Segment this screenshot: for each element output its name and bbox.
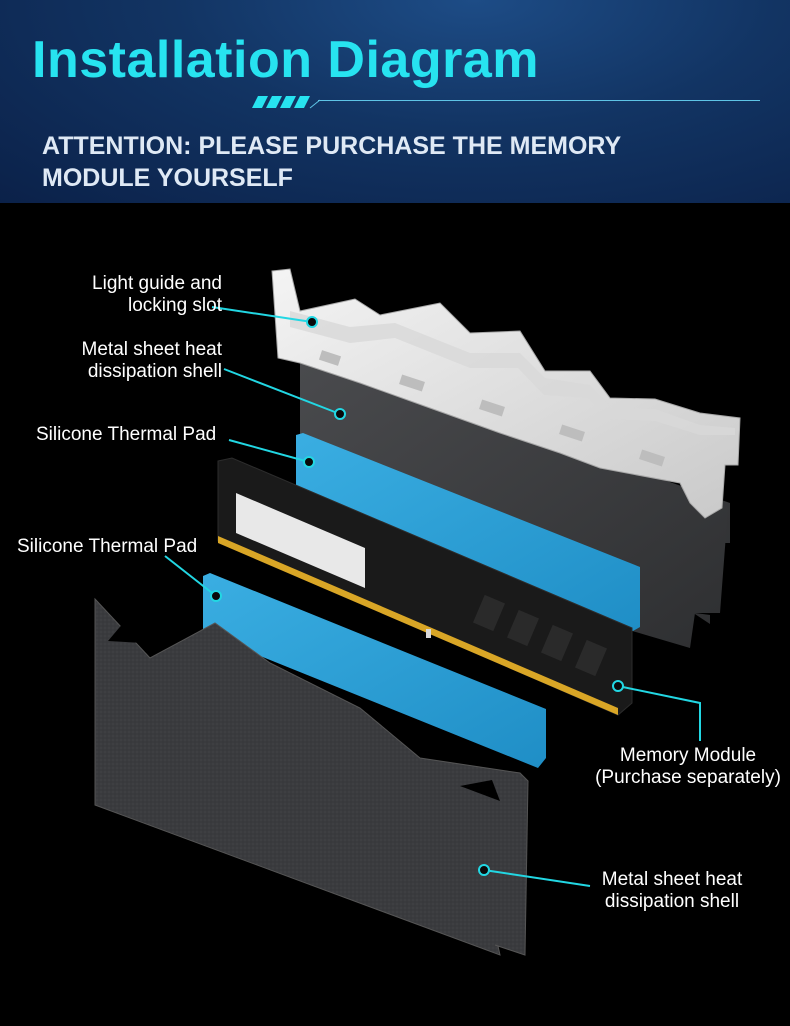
callout-dot-thermal-pad-top [303, 456, 315, 468]
label-thermal-pad-bottom-text: Silicone Thermal Pad [17, 536, 198, 557]
callout-dot-memory-module [612, 680, 624, 692]
label-metal-shell-bottom-line-2: dissipation shell [604, 891, 740, 912]
bottom-thermal-pad [203, 573, 546, 768]
callout-dot-light-guide [306, 316, 318, 328]
label-memory-module-line-1: Memory Module [619, 745, 757, 766]
label-metal-shell-bottom-line-1: Metal sheet heat [601, 869, 743, 890]
header-rule [318, 100, 760, 101]
attention-line-1: ATTENTION: PLEASE PURCHASE THE MEMORY [42, 132, 622, 160]
callout-line-metal-shell-top [223, 368, 341, 415]
label-memory-module-line-2: (Purchase separately) [595, 767, 781, 788]
label-light-guide: Light guide and locking slot [40, 273, 222, 317]
callout-dot-metal-shell-top [334, 408, 346, 420]
top-thermal-pad [296, 433, 640, 631]
callout-line-memory-module [617, 685, 701, 741]
attention-line-2: MODULE YOURSELF [42, 164, 293, 192]
header-banner: Installation Diagram ATTENTION: PLEASE P… [0, 0, 790, 203]
attention-notice: ATTENTION: PLEASE PURCHASE THE MEMORY MO… [42, 130, 682, 194]
memory-module [217, 457, 633, 716]
callout-line-thermal-pad-top [228, 439, 310, 463]
callout-dot-thermal-pad-bottom [210, 590, 222, 602]
callout-lines [164, 306, 701, 887]
label-metal-shell-bottom: Metal sheet heat dissipation shell [590, 869, 754, 913]
callout-line-thermal-pad-bottom [164, 555, 217, 597]
page-title: Installation Diagram [32, 31, 539, 89]
label-light-guide-line-2: locking slot [128, 295, 222, 316]
label-metal-shell-top-line-2: dissipation shell [87, 361, 222, 382]
header-stripes-decoration [252, 96, 321, 109]
callout-line-light-guide [211, 306, 313, 323]
label-light-guide-line-1: Light guide and [92, 273, 222, 294]
label-memory-module: Memory Module (Purchase separately) [586, 745, 790, 789]
label-metal-shell-top: Metal sheet heat dissipation shell [40, 339, 222, 383]
light-guide-frame [271, 268, 741, 519]
diagram-area: Light guide and locking slot Metal sheet… [0, 203, 790, 1026]
exploded-diagram [94, 268, 741, 956]
front-metal-shell [94, 597, 529, 956]
label-thermal-pad-bottom: Silicone Thermal Pad [17, 536, 197, 558]
label-metal-shell-top-line-1: Metal sheet heat [81, 339, 222, 360]
callout-dot-metal-shell-bottom [478, 864, 490, 876]
label-thermal-pad-top: Silicone Thermal Pad [36, 424, 216, 446]
label-thermal-pad-top-text: Silicone Thermal Pad [36, 424, 217, 445]
callout-dots [210, 316, 624, 876]
callout-line-metal-shell-bottom [483, 869, 591, 887]
